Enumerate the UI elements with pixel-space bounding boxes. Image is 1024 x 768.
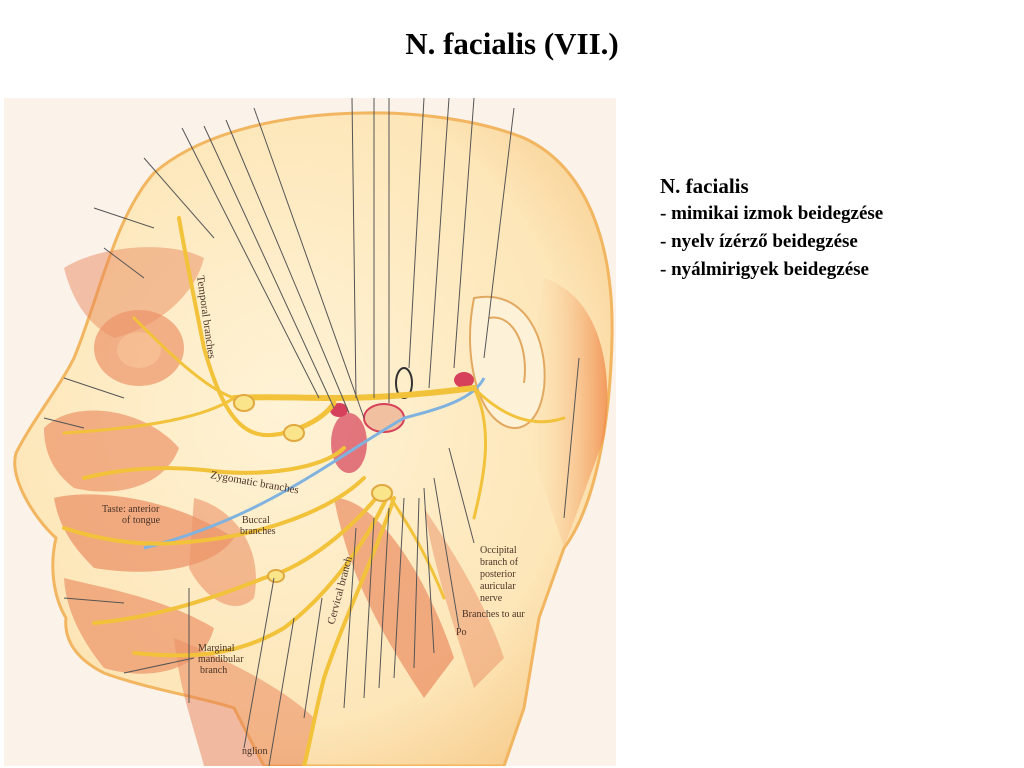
facial-muscles [44,247,504,766]
label-occipital-5: nerve [480,593,503,604]
notes-panel: N. facialis - mimikai izmok beidegzése -… [660,172,1000,284]
label-mandibular: mandibular [198,654,244,665]
list-item: - mimikai izmok beidegzése [660,200,1000,228]
bullet-prefix: - [660,231,672,252]
list-item: - nyelv ízérző beidegzése [660,228,1000,256]
label-occipital-3: posterior [480,569,516,580]
notes-list: - mimikai izmok beidegzése - nyelv ízérz… [660,200,1000,284]
ganglia [233,394,393,583]
list-item: - nyálmirigyek beidegzése [660,256,1000,284]
label-taste-anterior: Taste: anterior [102,504,160,515]
label-branches-to-aur: Branches to aur [462,609,525,620]
label-occipital-2: branch of [480,557,519,568]
label-marginal-branch: branch [200,665,227,676]
label-marginal: Marginal [198,643,235,654]
bullet-prefix: - [660,203,672,224]
slide-title: N. facialis (VII.) [405,26,619,61]
chorda-tympani [143,377,486,550]
label-occipital-4: auricular [480,581,516,592]
label-buccal: Buccal [242,515,270,526]
facial-nerve-branches [62,216,566,766]
label-of-tongue: of tongue [122,515,161,526]
notes-heading: N. facialis [660,174,749,198]
bullet-prefix: - [660,259,672,280]
list-item-text: nyelv ízérző beidegzése [671,231,858,252]
head-outline [13,111,614,766]
list-item-text: mimikai izmok beidegzése [671,203,884,224]
leader-lines [43,98,580,766]
facial-nerve-illustration: Temporal branches Zygomatic branches Tas… [4,98,616,766]
label-buccal-branches: branches [240,526,276,537]
list-item-text: nyálmirigyek beidegzése [671,259,869,280]
ear [469,295,546,429]
label-occipital-1: Occipital [480,545,517,556]
label-po: Po [456,627,467,638]
label-ganglion: nglion [242,746,268,757]
